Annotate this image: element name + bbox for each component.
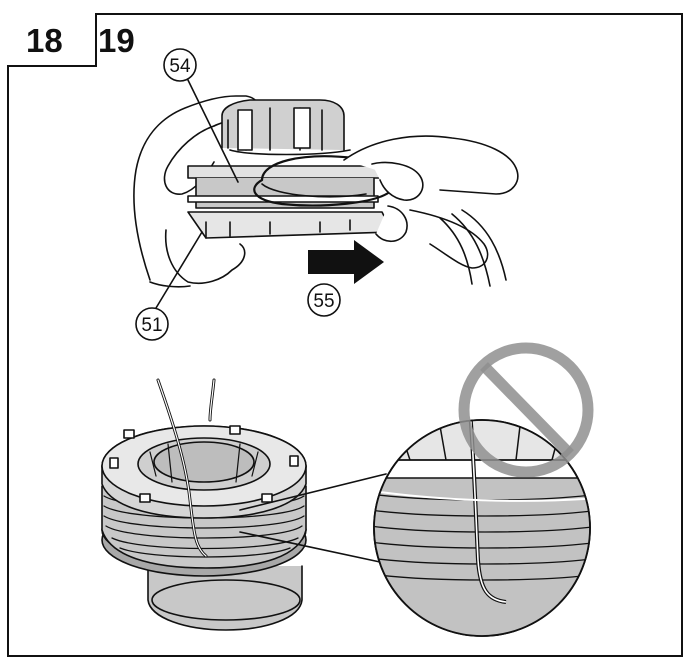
- right-thumb: [375, 205, 408, 243]
- line-ends: [439, 209, 507, 287]
- right-fingers-lower: [409, 209, 489, 269]
- magnifier-connector: [239, 473, 387, 563]
- spool-flange-bottom: [187, 211, 393, 239]
- callout-54-label: 54: [169, 56, 191, 77]
- callout-55-label: 55: [313, 291, 334, 312]
- prohibited-icon: [458, 342, 594, 478]
- spool-flange-mid: [187, 195, 379, 203]
- right-index-finger: [371, 161, 424, 201]
- figure-number-18: 18: [26, 22, 63, 59]
- leader-51: [155, 231, 203, 309]
- hands-spool-illustration: [133, 75, 519, 309]
- line-loop-inner: [261, 183, 367, 198]
- left-finger-lower: [164, 229, 246, 285]
- callout-54: 54: [163, 48, 197, 82]
- right-hand: [343, 135, 519, 195]
- figure-number-19: 19: [98, 22, 135, 59]
- arrow-right-icon: [308, 240, 384, 284]
- leader-54: [185, 75, 239, 183]
- callout-51-label: 51: [141, 315, 162, 336]
- callout-55: 55: [307, 283, 341, 317]
- callout-51: 51: [135, 307, 169, 341]
- spool-flange-top: [187, 165, 393, 179]
- wound-spool-illustration: [101, 378, 387, 631]
